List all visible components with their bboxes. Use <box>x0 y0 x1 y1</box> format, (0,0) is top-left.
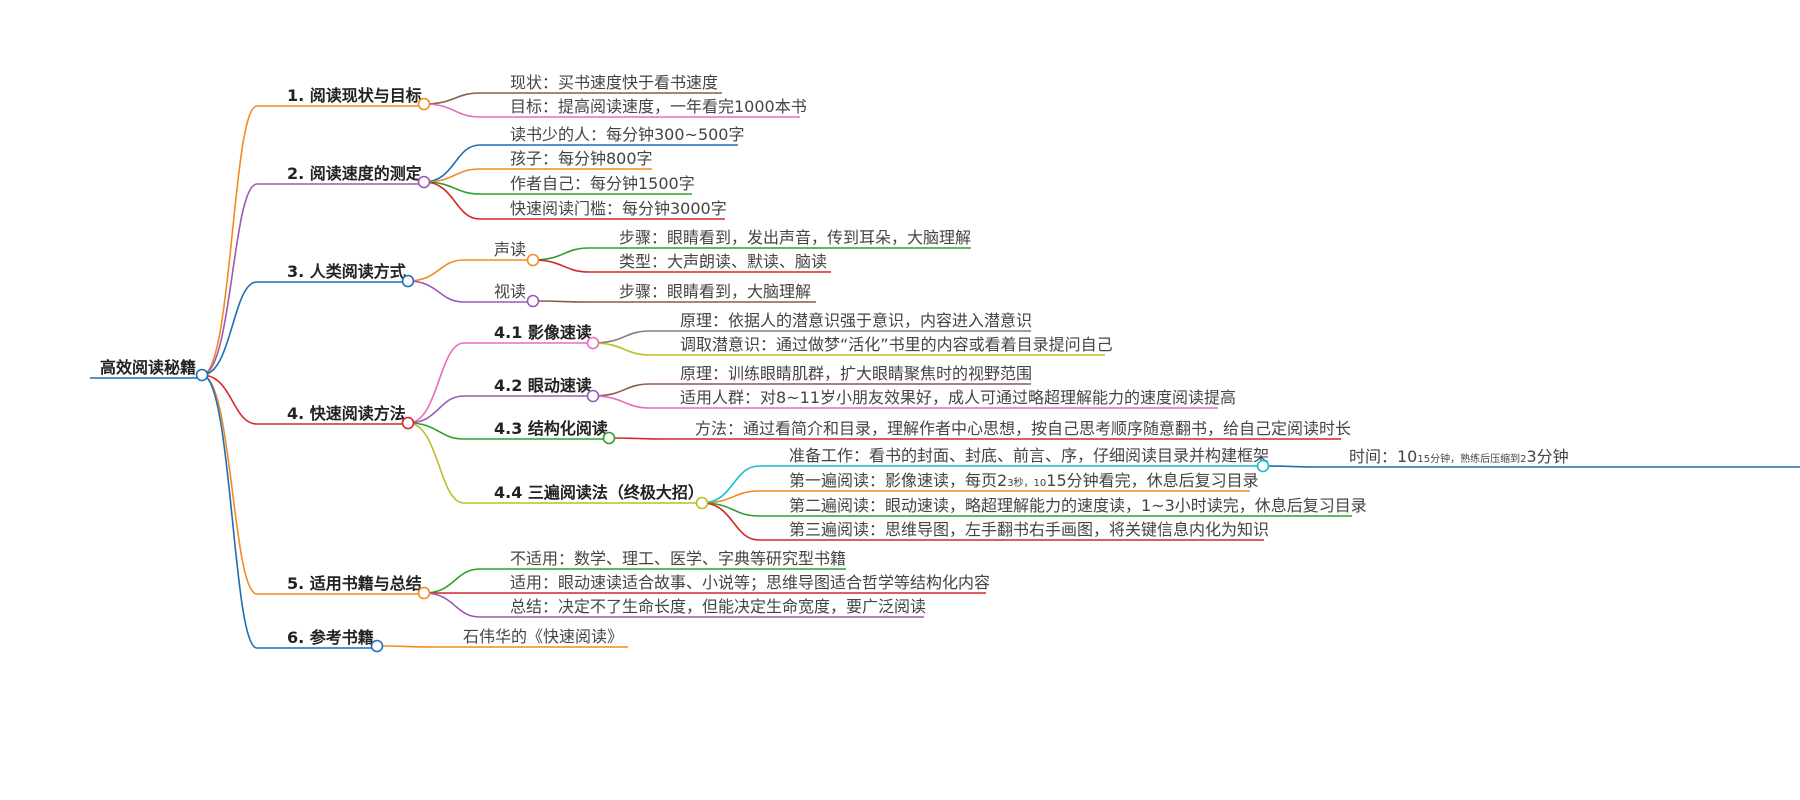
branch-2-edge <box>201 183 258 376</box>
node-prep-work-collapse-dot[interactable] <box>1256 459 1270 473</box>
leaf-voice-steps-label: 步骤：眼睛看到，发出声音，传到耳朵，大脑理解 <box>619 228 971 247</box>
leaf-third-pass-label: 第三遍阅读：思维导图，左手翻书右手画图，将关键信息内化为知识 <box>789 520 1269 539</box>
node-visual-reading-edge <box>407 280 465 303</box>
leaf-visual-steps-edge <box>532 300 590 303</box>
leaf-eye-audience-label: 适用人群：对8~11岁小朋友效果好，成人可通过略超理解能力的速度阅读提高 <box>680 388 1236 407</box>
branch-1-collapse-dot[interactable] <box>417 97 431 111</box>
branch-3-label: 3. 人类阅读方式 <box>287 262 406 281</box>
root-node-label: 高效阅读秘籍 <box>100 358 196 377</box>
leaf-not-suitable-edge <box>423 568 481 594</box>
leaf-structured-method-label: 方法：通过看简介和目录，理解作者中心思想，按自己思考顺序随意翻书，给自己定阅读时… <box>695 419 1351 438</box>
branch-4-collapse-dot[interactable] <box>401 416 415 430</box>
branch-4-edge <box>201 374 258 425</box>
leaf-second-pass-label: 第二遍阅读：眼动速读，略超理解能力的速度读，1~3小时读完，休息后复习目录 <box>789 496 1367 515</box>
leaf-first-pass-part-1: 3秒，10 <box>1007 476 1046 489</box>
leaf-voice-types-edge <box>532 259 590 273</box>
leaf-prep-time-label: 时间：1015分钟，熟练后压缩到23分钟 <box>1349 447 1569 466</box>
leaf-image-principle-label: 原理：依据人的潜意识强于意识，内容进入潜意识 <box>680 311 1032 330</box>
branch-3-collapse-dot[interactable] <box>401 274 415 288</box>
node-visual-reading-label: 视读 <box>494 282 526 301</box>
leaf-speed-low-label: 读书少的人：每分钟300~500字 <box>510 125 745 144</box>
branch-6-edge <box>201 374 258 649</box>
node-eye-reading-edge <box>407 395 465 424</box>
leaf-image-recall-label: 调取潜意识：通过做梦“活化”书里的内容或看着目录提问自己 <box>680 335 1113 354</box>
branch-3-edge <box>201 281 258 376</box>
connector-dot-layer <box>195 97 1270 653</box>
branch-6-collapse-dot[interactable] <box>370 639 384 653</box>
branch-4-label: 4. 快速阅读方法 <box>287 404 406 423</box>
leaf-not-suitable-label: 不适用：数学、理工、医学、字典等研究型书籍 <box>510 549 846 568</box>
leaf-prep-time-part-0: 时间：10 <box>1349 447 1417 466</box>
leaf-first-pass-part-2: 15分钟看完，休息后复习目录 <box>1046 471 1258 490</box>
leaf-suitable-label: 适用：眼动速读适合故事、小说等；思维导图适合哲学等结构化内容 <box>510 573 990 592</box>
node-image-reading-label: 4.1 影像速读 <box>494 323 592 342</box>
leaf-summary-label: 总结：决定不了生命长度，但能决定生命宽度，要广泛阅读 <box>510 597 926 616</box>
edge-layer <box>201 92 1320 649</box>
leaf-eye-audience-edge <box>592 395 651 409</box>
branch-2-collapse-dot[interactable] <box>417 175 431 189</box>
leaf-prep-time-edge <box>1262 465 1320 468</box>
node-three-pass-reading-collapse-dot[interactable] <box>695 496 709 510</box>
branch-5-collapse-dot[interactable] <box>417 586 431 600</box>
label-layer: 高效阅读秘籍 1. 阅读现状与目标 现状：买书速度快于看书速度目标：提高阅读速度，一… <box>100 73 1569 647</box>
branch-5-edge <box>201 374 258 595</box>
branch-1-edge <box>201 105 258 376</box>
node-eye-reading-label: 4.2 眼动速读 <box>494 376 592 395</box>
node-voice-reading-collapse-dot[interactable] <box>526 253 540 267</box>
leaf-prep-time-part-2: 3分钟 <box>1526 447 1568 466</box>
leaf-structured-method-edge <box>608 437 666 440</box>
leaf-eye-principle-edge <box>592 383 651 397</box>
node-visual-reading-collapse-dot[interactable] <box>526 294 540 308</box>
node-image-reading-collapse-dot[interactable] <box>586 336 600 350</box>
leaf-reference-book-label: 石伟华的《快速阅读》 <box>463 627 623 646</box>
leaf-speed-threshold-edge <box>423 181 481 220</box>
leaf-goal-label: 目标：提高阅读速度，一年看完1000本书 <box>510 97 807 116</box>
node-image-reading-edge <box>407 342 465 424</box>
leaf-goal-edge <box>423 103 481 118</box>
leaf-status-edge <box>423 92 481 105</box>
leaf-speed-author-label: 作者自己：每分钟1500字 <box>510 174 695 193</box>
leaf-reference-book-edge <box>376 645 434 648</box>
branch-2-label: 2. 阅读速度的测定 <box>287 164 422 183</box>
node-eye-reading-collapse-dot[interactable] <box>586 389 600 403</box>
leaf-image-principle-edge <box>592 330 651 344</box>
node-three-pass-reading-edge <box>407 422 465 504</box>
node-voice-reading-edge <box>407 259 465 282</box>
leaf-first-pass-part-0: 第一遍阅读：影像速读，每页2 <box>789 471 1007 490</box>
node-three-pass-reading-label: 4.4 三遍阅读法（终极大招） <box>494 483 704 502</box>
branch-1-label: 1. 阅读现状与目标 <box>287 86 422 105</box>
leaf-third-pass-edge <box>701 502 760 541</box>
node-structured-reading-edge <box>407 422 465 440</box>
leaf-prep-time-part-1: 15分钟，熟练后压缩到2 <box>1417 452 1526 465</box>
underline-layer <box>90 92 1800 649</box>
node-voice-reading-label: 声读 <box>494 240 526 259</box>
root-node-collapse-dot[interactable] <box>195 368 209 382</box>
node-structured-reading-label: 4.3 结构化阅读 <box>494 419 608 438</box>
node-prep-work-label: 准备工作：看书的封面、封底、前言、序，仔细阅读目录并构建框架 <box>789 446 1269 465</box>
node-structured-reading-collapse-dot[interactable] <box>602 431 616 445</box>
branch-6-label: 6. 参考书籍 <box>287 628 374 647</box>
leaf-first-pass-label: 第一遍阅读：影像速读，每页23秒，1015分钟看完，休息后复习目录 <box>789 471 1259 490</box>
leaf-speed-threshold-label: 快速阅读门槛：每分钟3000字 <box>510 199 727 218</box>
leaf-image-recall-edge <box>592 342 651 356</box>
leaf-speed-child-edge <box>423 168 481 183</box>
leaf-voice-steps-edge <box>532 247 590 261</box>
leaf-summary-edge <box>423 592 481 618</box>
leaf-voice-types-label: 类型：大声朗读、默读、脑读 <box>619 252 827 271</box>
branch-5-label: 5. 适用书籍与总结 <box>287 574 422 593</box>
leaf-second-pass-edge <box>701 502 760 517</box>
leaf-status-label: 现状：买书速度快于看书速度 <box>510 73 718 92</box>
leaf-eye-principle-label: 原理：训练眼睛肌群，扩大眼睛聚焦时的视野范围 <box>680 364 1032 383</box>
leaf-speed-child-label: 孩子：每分钟800字 <box>510 149 653 168</box>
leaf-visual-steps-label: 步骤：眼睛看到，大脑理解 <box>619 282 811 301</box>
